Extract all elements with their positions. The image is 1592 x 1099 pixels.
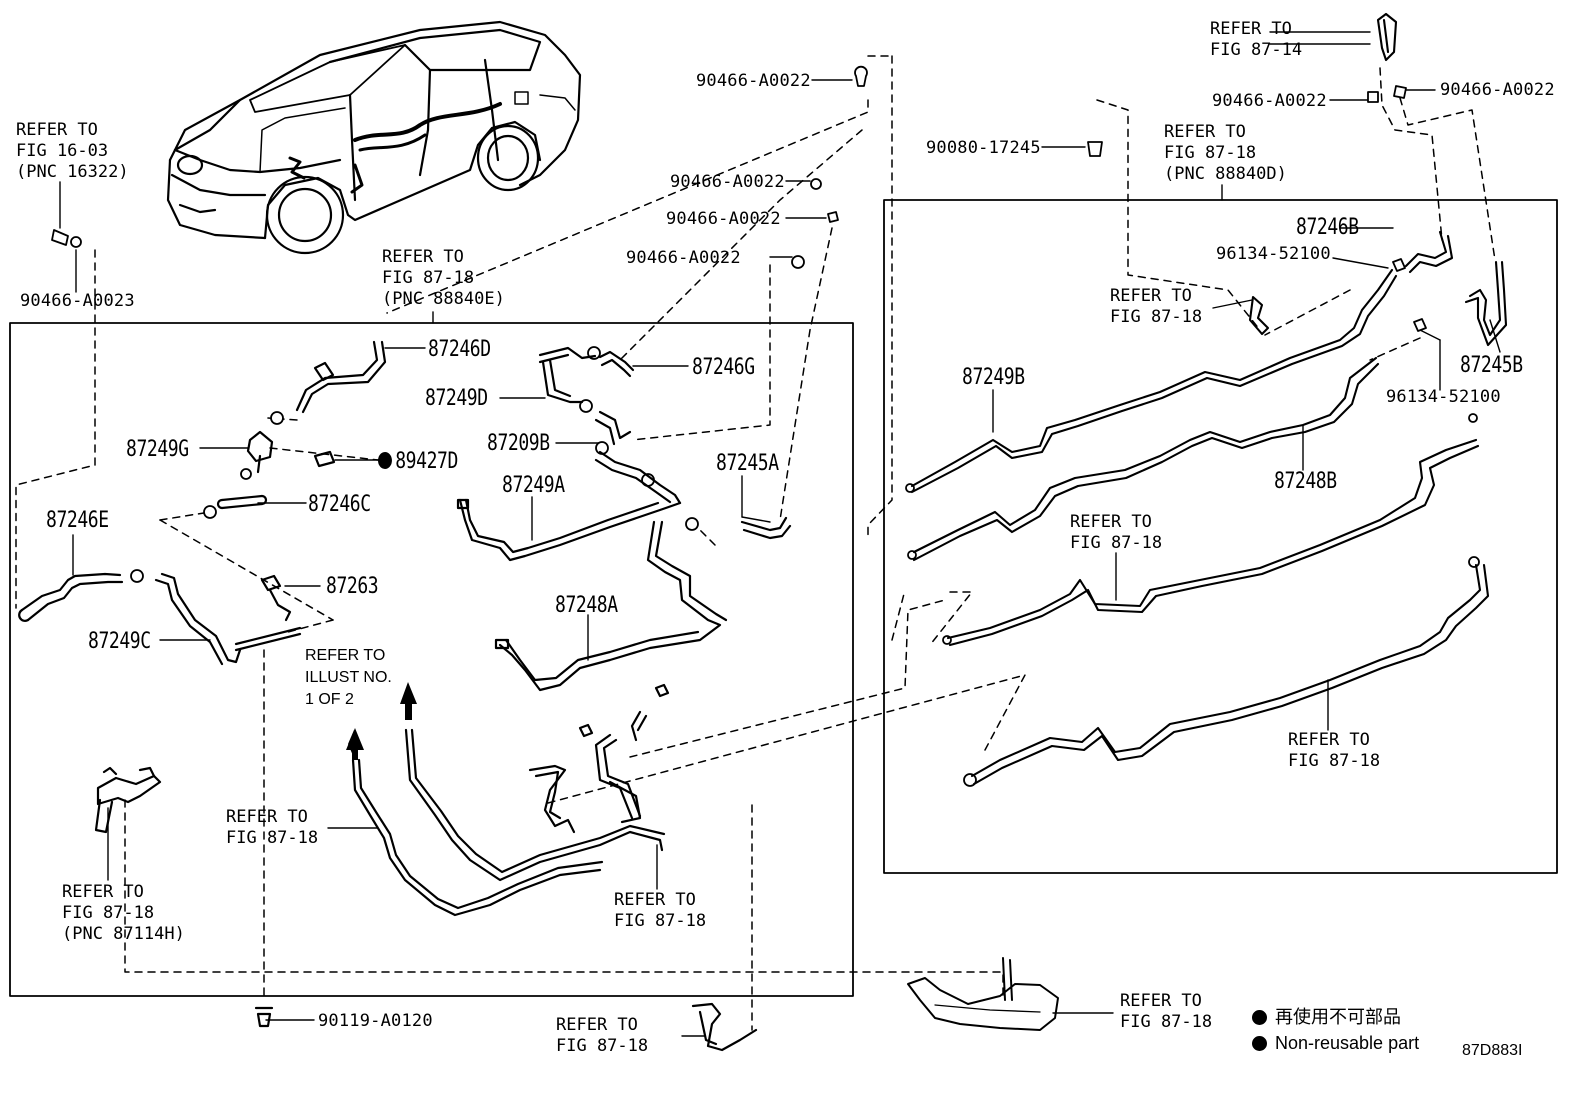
legend-dot-icon <box>1252 1010 1267 1025</box>
underbody-shield <box>907 957 1059 1031</box>
ref-fig-87-18-bottom[interactable]: REFER TO FIG 87-18 <box>556 1015 649 1056</box>
part-87249B[interactable]: 87249B <box>962 365 1025 390</box>
part-87249G[interactable]: 87249G <box>126 437 189 462</box>
left-assembly-box <box>9 322 854 997</box>
part-87245A[interactable]: 87245A <box>716 451 779 476</box>
part-87248A[interactable]: 87248A <box>555 593 618 618</box>
vehicle-illustration <box>166 20 582 255</box>
ref-fig-87-18-88840E[interactable]: REFER TO FIG 87-18 (PNC 88840E) <box>382 247 505 309</box>
ref-fig-87-18-right[interactable]: REFER TO FIG 87-18 <box>1288 730 1381 771</box>
ref-illust-1-of-2[interactable]: REFER TO ILLUST NO. 1 OF 2 <box>305 647 392 708</box>
ref-fig-87-18-88840D[interactable]: REFER TO FIG 87-18 (PNC 88840D) <box>1164 122 1287 184</box>
part-90466-A0022-d[interactable]: 90466-A0022 <box>626 248 741 268</box>
part-87263[interactable]: 87263 <box>326 574 379 599</box>
part-87249D[interactable]: 87249D <box>425 386 488 411</box>
part-87248B[interactable]: 87248B <box>1274 469 1337 494</box>
part-90466-A0022-e[interactable]: 90466-A0022 <box>1212 91 1327 111</box>
part-90466-A0022-a[interactable]: 90466-A0022 <box>696 71 811 91</box>
legend-english-text: Non-reusable part <box>1275 1033 1420 1053</box>
ref-fig-87-18-bottom-right[interactable]: REFER TO FIG 87-18 <box>1120 991 1213 1032</box>
part-90119-A0120[interactable]: 90119-A0120 <box>318 1011 433 1031</box>
ref-fig-87-18-center[interactable]: REFER TO FIG 87-18 <box>614 890 707 931</box>
part-96134-52100-a[interactable]: 96134-52100 <box>1216 244 1331 264</box>
part-87249A[interactable]: 87249A <box>502 473 565 498</box>
part-87209B[interactable]: 87209B <box>487 431 550 456</box>
part-87249C[interactable]: 87249C <box>88 629 151 654</box>
part-90466-A0023[interactable]: 90466-A0023 <box>20 291 135 311</box>
ref-fig-87-18-clip[interactable]: REFER TO FIG 87-18 <box>1110 286 1203 327</box>
part-89427D-non-reusable[interactable]: 89427D <box>378 450 458 474</box>
part-87246D[interactable]: 87246D <box>428 337 491 362</box>
ref-fig-16-03[interactable]: REFER TO FIG 16-03 (PNC 16322) <box>16 120 129 182</box>
ref-fig-87-18-mid[interactable]: REFER TO FIG 87-18 <box>1070 512 1163 553</box>
legend-chinese-text: 再使用不可部品 <box>1275 1007 1401 1027</box>
part-90466-A0022-f[interactable]: 90466-A0022 <box>1440 80 1555 100</box>
legend-dot-icon <box>1252 1036 1267 1051</box>
right-assembly-box <box>883 199 1558 874</box>
part-87246C[interactable]: 87246C <box>308 492 371 517</box>
ref-fig-87-18-left[interactable]: REFER TO FIG 87-18 <box>226 807 319 848</box>
part-87246E[interactable]: 87246E <box>46 508 109 533</box>
part-87245B[interactable]: 87245B <box>1460 353 1523 378</box>
part-90466-A0022-c[interactable]: 90466-A0022 <box>666 209 781 229</box>
ref-fig-87-14[interactable]: REFER TO FIG 87-14 <box>1210 19 1303 60</box>
legend-non-reusable-zh: 再使用不可部品 <box>1252 1006 1401 1028</box>
ref-fig-87-18-87114H[interactable]: REFER TO FIG 87-18 (PNC 87114H) <box>62 882 185 944</box>
part-90466-A0022-b[interactable]: 90466-A0022 <box>670 172 785 192</box>
part-90080-17245[interactable]: 90080-17245 <box>926 138 1041 158</box>
part-87246B[interactable]: 87246B <box>1296 215 1359 240</box>
part-96134-52100-b[interactable]: 96134-52100 <box>1386 387 1501 407</box>
diagram-id: 87D883I <box>1462 1042 1523 1059</box>
legend-non-reusable-en: Non-reusable part <box>1252 1032 1419 1054</box>
part-87246G[interactable]: 87246G <box>692 355 755 380</box>
